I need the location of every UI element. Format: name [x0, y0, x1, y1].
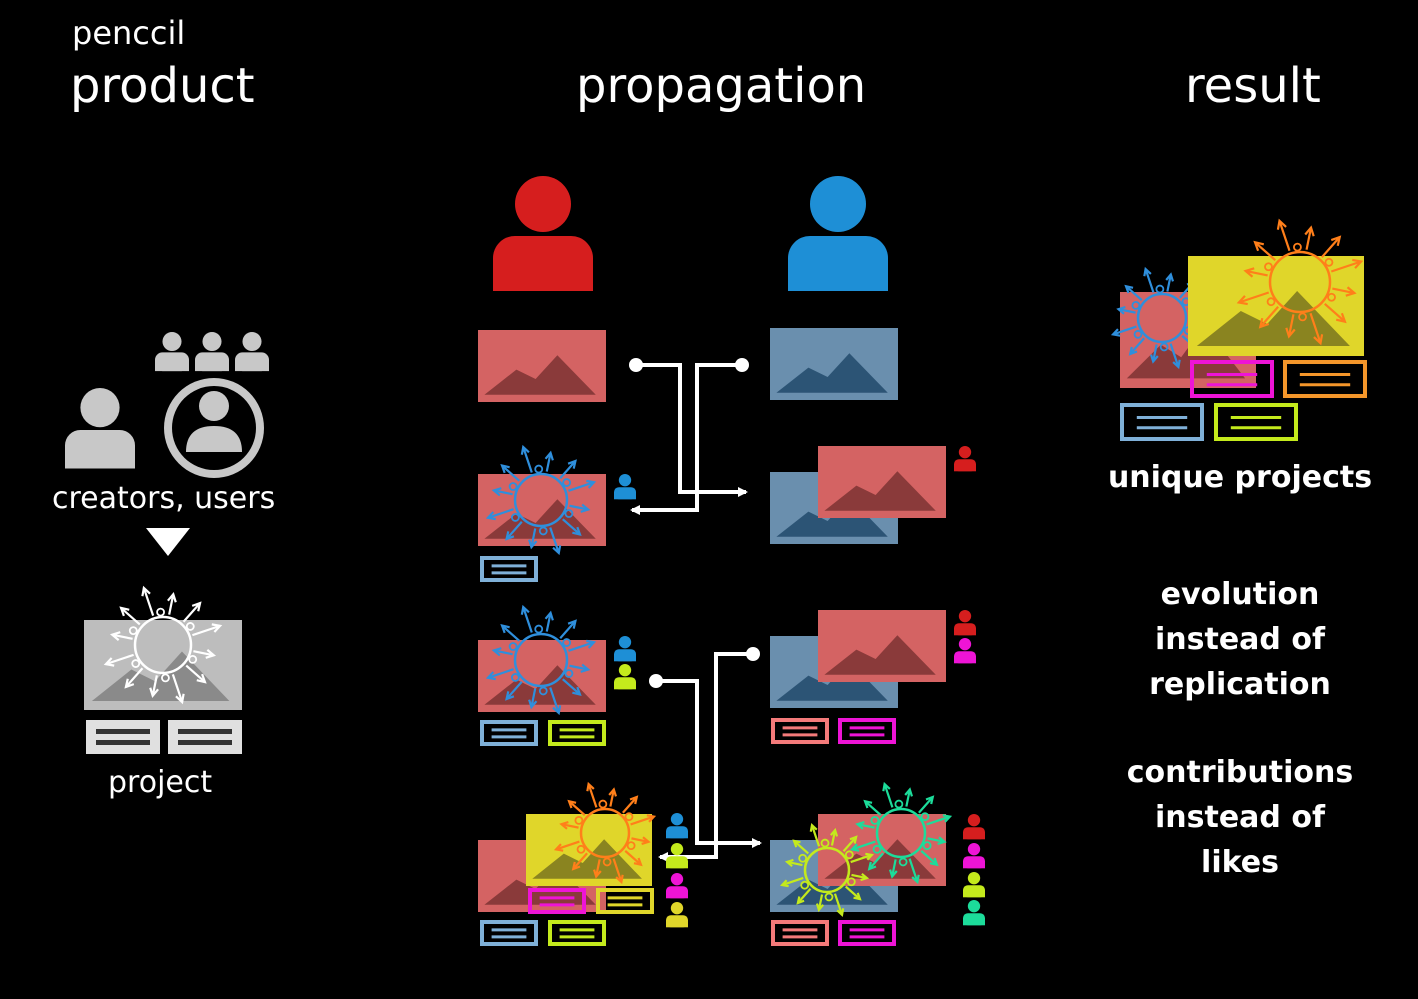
- column-title-result: result: [1185, 58, 1321, 114]
- result-orange-sun: [1236, 218, 1364, 346]
- result-orange-text-block: [1283, 360, 1367, 398]
- magenta-text-block: [528, 888, 586, 914]
- creator-avatar-icon: [164, 378, 264, 478]
- contributor-icon-magenta: [954, 638, 976, 664]
- blue-text-block: [480, 720, 538, 746]
- user-icon: [65, 388, 135, 469]
- contributor-icon-red: [963, 814, 985, 840]
- contributor-icon-magenta: [666, 873, 688, 899]
- product-sun-sketch: [103, 585, 223, 705]
- column-title-propagation: propagation: [576, 58, 867, 114]
- contributions-line-2: instead of: [1154, 800, 1325, 835]
- orange-contribution-sun: [553, 781, 657, 885]
- blue-contribution-sun: [485, 604, 597, 716]
- lime-contribution-sun: [779, 822, 875, 918]
- connector-line: [630, 363, 742, 515]
- connector-line: [656, 679, 762, 848]
- contributor-icon-magenta: [963, 843, 985, 869]
- user-icon-small: [155, 332, 189, 372]
- result-magenta-text-block: [1190, 360, 1274, 398]
- contributor-icon-lime: [614, 664, 636, 690]
- contributor-icon-lime: [963, 872, 985, 898]
- contributor-icon-blue: [614, 474, 636, 500]
- salmon-text-block: [771, 718, 829, 744]
- contributor-icon-blue: [666, 813, 688, 839]
- down-arrow-icon: [146, 528, 190, 556]
- red-user-avatar: [493, 176, 593, 291]
- column-title-product: product: [70, 58, 255, 114]
- blue-text-block: [480, 556, 538, 582]
- connector-dot: [649, 674, 663, 688]
- salmon-text-block: [771, 920, 829, 946]
- creators-users-label: creators, users: [52, 481, 276, 516]
- red-overlay-image: [818, 610, 946, 682]
- diagram-elements: [65, 176, 1367, 946]
- red-original-image: [478, 330, 606, 402]
- contributor-icon-red: [954, 610, 976, 636]
- unique-projects-label: unique projects: [1107, 460, 1373, 495]
- blue-original-image: [770, 328, 898, 400]
- blue-contribution-sun: [485, 444, 597, 556]
- evolution-line-1: evolution: [1160, 577, 1320, 612]
- magenta-text-block: [838, 718, 896, 744]
- evolution-line-3: replication: [1149, 667, 1331, 702]
- connector-lines: [629, 358, 762, 862]
- yellow-text-block: [596, 888, 654, 914]
- result-blue-text-block: [1120, 403, 1204, 441]
- teal-contribution-sun: [849, 781, 953, 885]
- product-text-blocks: [86, 720, 242, 754]
- result-lime-text-block: [1214, 403, 1298, 441]
- result-yellow-image: [1188, 256, 1364, 356]
- project-label: project: [108, 765, 213, 800]
- contributions-line-3: likes: [1201, 845, 1279, 880]
- user-icon-small: [195, 332, 229, 372]
- blue-user-avatar: [788, 176, 888, 291]
- contributor-icon-red: [954, 446, 976, 472]
- user-icon-small: [235, 332, 269, 372]
- magenta-text-block: [838, 920, 896, 946]
- contributor-icon-blue: [614, 636, 636, 662]
- red-overlay-image: [818, 814, 946, 886]
- connector-dot: [629, 358, 643, 372]
- connector-dot: [735, 358, 749, 372]
- lime-text-block: [548, 920, 606, 946]
- blue-text-block: [480, 920, 538, 946]
- contributions-line-1: contributions: [1126, 755, 1354, 790]
- contributor-icon-teal: [963, 900, 985, 926]
- contributor-icon-yellow: [666, 902, 688, 928]
- evolution-statement: evolution instead of replication: [1100, 572, 1380, 707]
- brand-name: penccil: [72, 14, 186, 52]
- red-overlay-image: [818, 446, 946, 518]
- contributor-icon-lime: [666, 843, 688, 869]
- lime-text-block: [548, 720, 606, 746]
- contributions-statement: contributions instead of likes: [1100, 750, 1380, 885]
- connector-dot: [746, 647, 760, 661]
- connector-line: [636, 363, 748, 497]
- connector-line: [658, 652, 753, 862]
- evolution-line-2: instead of: [1154, 622, 1325, 657]
